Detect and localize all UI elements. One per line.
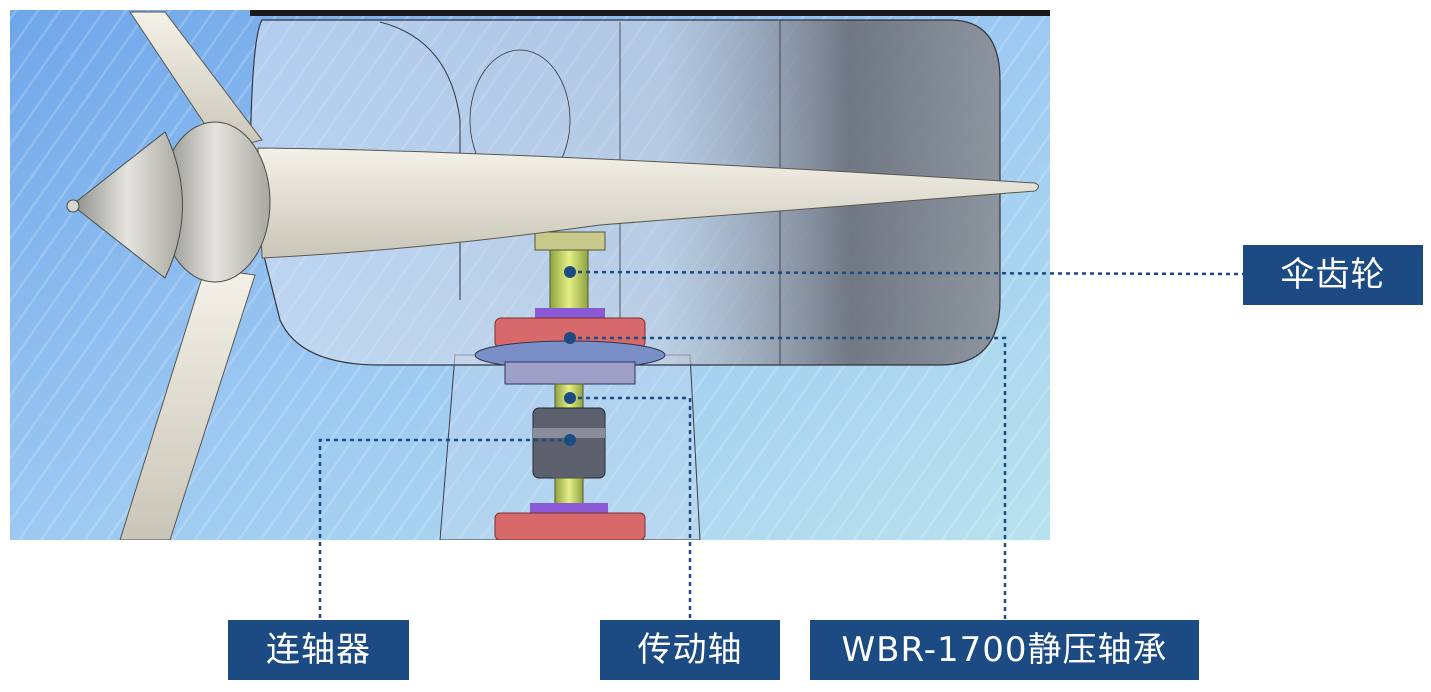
leader-line-drive-shaft [570, 396, 692, 620]
label-coupling: 连轴器 [228, 620, 409, 680]
nose-cone [71, 131, 183, 279]
bearing-plate-lower [530, 503, 608, 515]
render-image [10, 10, 1050, 540]
label-drive-shaft: 传动轴 [600, 620, 780, 680]
bearing-flange-lower [494, 512, 646, 540]
lower-shaft [554, 477, 584, 507]
blade-horizontal [257, 147, 1039, 259]
top-dark-edge [250, 10, 1050, 16]
leader-line-coupling [318, 438, 570, 620]
coupling-band [533, 428, 605, 438]
label-bevel-gear: 伞齿轮 [1243, 245, 1423, 305]
leader-line-static-bearing [570, 336, 1007, 620]
leader-line-bevel-gear [569, 270, 1244, 276]
upper-shaft [549, 249, 589, 311]
bearing-housing [504, 361, 636, 385]
leader-dot-drive-shaft [564, 392, 576, 404]
bevel-gear [534, 231, 606, 251]
leader-lines [318, 270, 1244, 620]
leader-dots [564, 266, 576, 446]
nose-tip [66, 199, 80, 213]
leader-dot-bevel-gear [564, 266, 576, 278]
label-static-bearing: WBR-1700静压轴承 [810, 620, 1199, 680]
nacelle-seam [379, 21, 461, 300]
leader-dot-static-bearing [564, 332, 576, 344]
bearing-plate-upper [535, 308, 605, 320]
leader-dot-coupling [564, 434, 576, 446]
